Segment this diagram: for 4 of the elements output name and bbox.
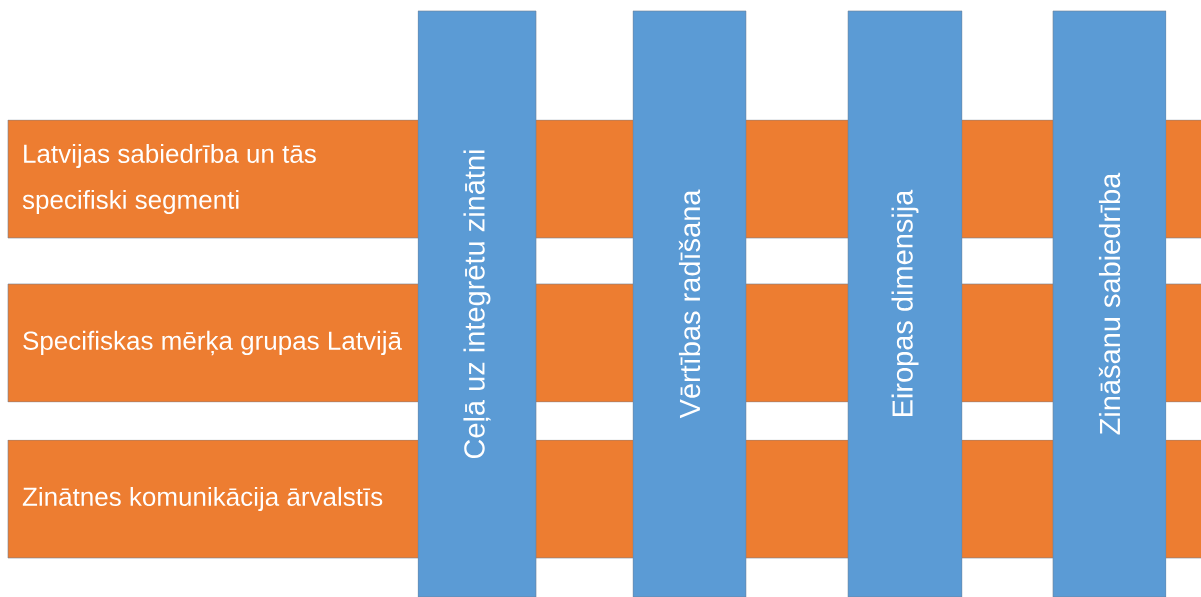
bar: Ceļā uz integrētu zinātni — [417, 10, 537, 597]
bar: Vērtības radīšana — [632, 10, 747, 597]
bar: Zināšanu sabiedrība — [1052, 10, 1167, 597]
bar: Eiropas dimensija — [847, 10, 963, 597]
